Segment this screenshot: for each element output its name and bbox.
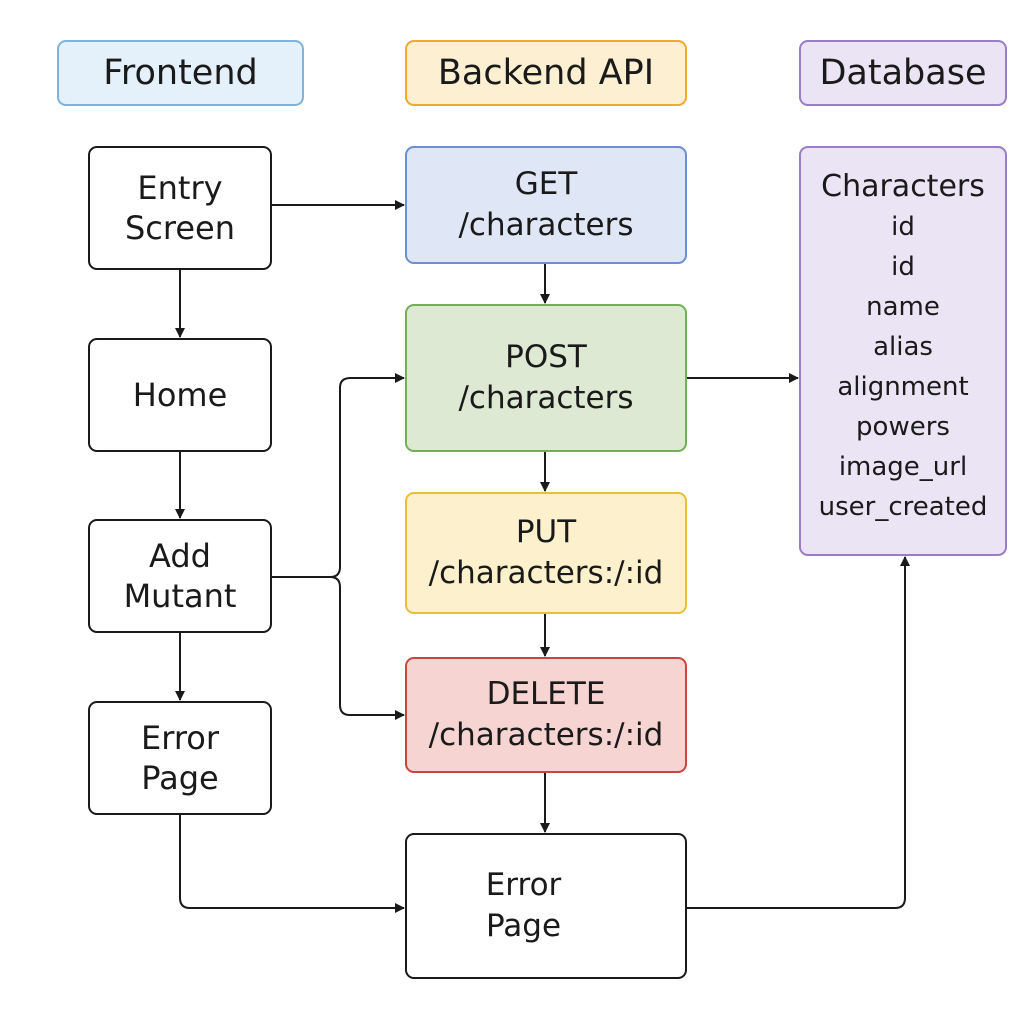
- database-column-header: Database: [799, 40, 1007, 106]
- frontend-header-label: Frontend: [103, 52, 258, 93]
- frontend-column-header: Frontend: [57, 40, 304, 106]
- home-label: Home: [132, 376, 228, 414]
- put-characters-node: PUT /characters:/:id: [405, 492, 687, 614]
- db-field-alignment: alignment: [837, 372, 969, 402]
- api-error-page-node: Error Page: [405, 833, 687, 979]
- add-mutant-node: Add Mutant: [88, 519, 272, 633]
- post-path-label: /characters: [458, 380, 634, 416]
- backend-column-header: Backend API: [405, 40, 687, 106]
- arrow-add-to-delete: [329, 576, 405, 720]
- entry-screen-label-line-2: Screen: [124, 209, 235, 247]
- database-header-label: Database: [819, 52, 987, 93]
- arrow-api-error-to-database: [687, 556, 910, 909]
- frontend-error-page-node: Error Page: [88, 701, 272, 815]
- arrow-frontend-error-to-api-error: [179, 815, 405, 913]
- frontend-error-page-label-line-1: Error: [141, 719, 219, 757]
- arrow-add-to-post: [272, 373, 405, 578]
- delete-characters-node: DELETE /characters:/:id: [405, 657, 687, 773]
- home-node: Home: [88, 338, 272, 452]
- add-mutant-label-line-2: Mutant: [123, 577, 237, 615]
- get-characters-node: GET /characters: [405, 146, 687, 264]
- get-path-label: /characters: [458, 207, 634, 243]
- characters-table-title: Characters: [821, 169, 985, 204]
- db-field-image-url: image_url: [838, 452, 968, 482]
- put-method-label: PUT: [515, 514, 577, 550]
- db-field-powers: powers: [856, 412, 950, 442]
- db-field-id: id: [891, 212, 915, 242]
- backend-header-label: Backend API: [437, 52, 655, 93]
- db-field-user-created: user_created: [818, 492, 988, 522]
- api-error-page-label-line-2: Page: [485, 908, 562, 944]
- api-error-page-label-line-1: Error: [485, 867, 562, 903]
- post-method-label: POST: [505, 339, 587, 375]
- frontend-error-page-label-line-2: Page: [141, 759, 219, 797]
- post-characters-node: POST /characters: [405, 304, 687, 452]
- add-mutant-label-line-1: Add: [149, 537, 211, 575]
- db-field-id-duplicate: id: [891, 252, 915, 282]
- entry-screen-label-line-1: Entry: [137, 169, 223, 207]
- db-field-alias: alias: [873, 332, 933, 362]
- characters-table-node: Characters id id name alias alignment po…: [799, 146, 1007, 556]
- delete-method-label: DELETE: [486, 676, 606, 712]
- put-path-label: /characters:/:id: [428, 555, 664, 591]
- db-field-name: name: [866, 292, 940, 322]
- get-method-label: GET: [514, 166, 578, 202]
- delete-path-label: /characters:/:id: [428, 717, 664, 753]
- entry-screen-node: Entry Screen: [88, 146, 272, 270]
